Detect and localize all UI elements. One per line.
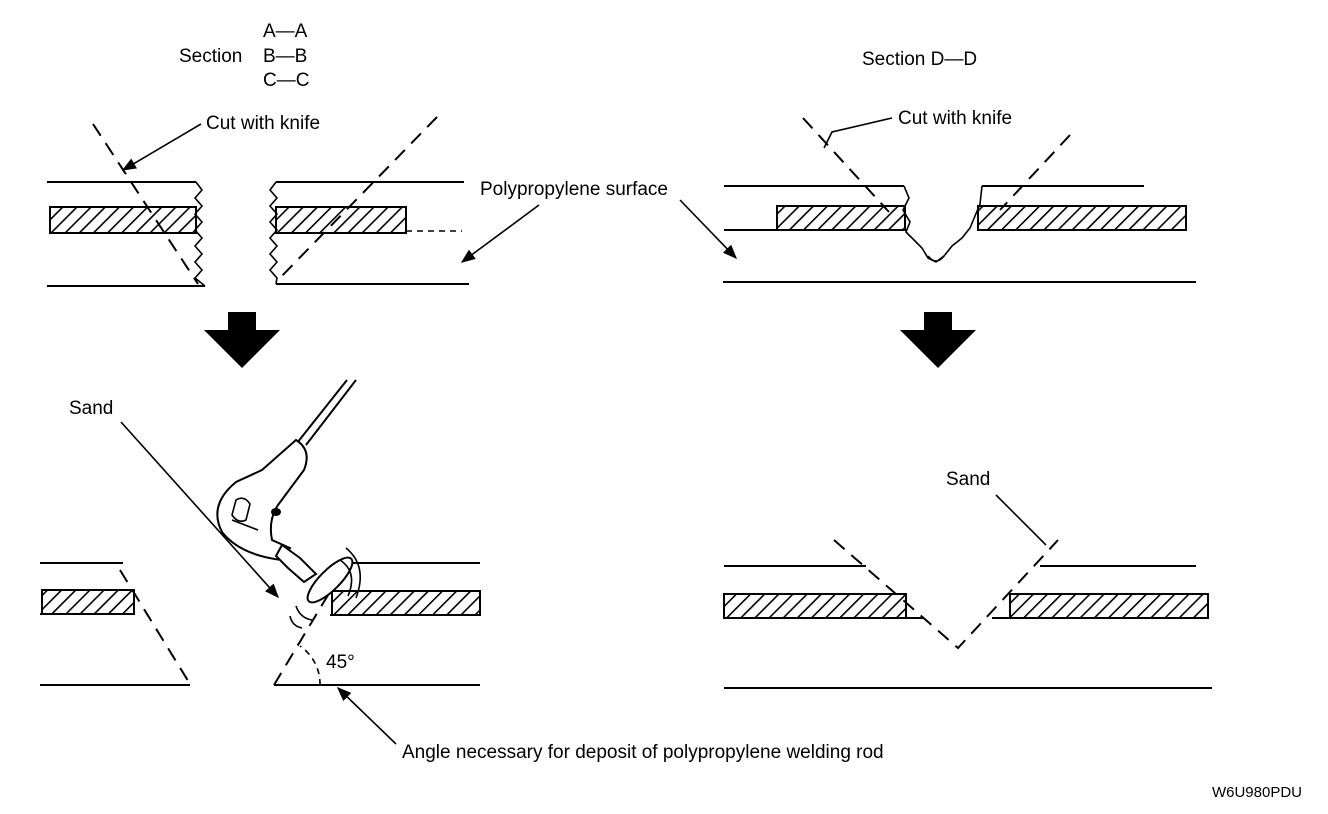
- down-arrow-icon: [900, 312, 976, 368]
- cut-with-knife-label-left: Cut with knife: [206, 113, 320, 134]
- figure-code: W6U980PDU: [1212, 784, 1302, 801]
- surface-leader-left: [460, 204, 540, 263]
- down-arrow-icon: [204, 312, 280, 368]
- section-dd-label: Section D—D: [862, 49, 977, 70]
- angle-45-label: 45°: [326, 652, 355, 673]
- cut-leader-left: [121, 123, 202, 171]
- sand-label-left: Sand: [69, 398, 113, 419]
- section-cc: C—C: [263, 70, 309, 91]
- bottom-right-sand-panel: [723, 539, 1212, 689]
- surface-leader-right: [679, 199, 738, 260]
- sand-leader-left: [120, 421, 279, 599]
- sander-tool-icon: [216, 379, 362, 629]
- section-bb: B—B: [263, 46, 307, 67]
- top-left-cut-panel: [47, 116, 469, 287]
- bottom-left-sand-panel: [40, 562, 481, 686]
- top-right-cut-panel: [723, 117, 1196, 283]
- sand-leader-right: [995, 494, 1047, 546]
- angle-leader: [336, 686, 397, 745]
- section-word: Section: [179, 46, 242, 67]
- cut-leader-right: [823, 117, 893, 149]
- section-aa: A—A: [263, 21, 308, 42]
- sand-label-right: Sand: [946, 469, 990, 490]
- polypropylene-surface-label: Polypropylene surface: [480, 179, 668, 200]
- cut-with-knife-label-right: Cut with knife: [898, 108, 1012, 129]
- section-abc-label: Section A—A B—B C—C: [179, 21, 309, 91]
- angle-note-label: Angle necessary for deposit of polypropy…: [402, 742, 884, 763]
